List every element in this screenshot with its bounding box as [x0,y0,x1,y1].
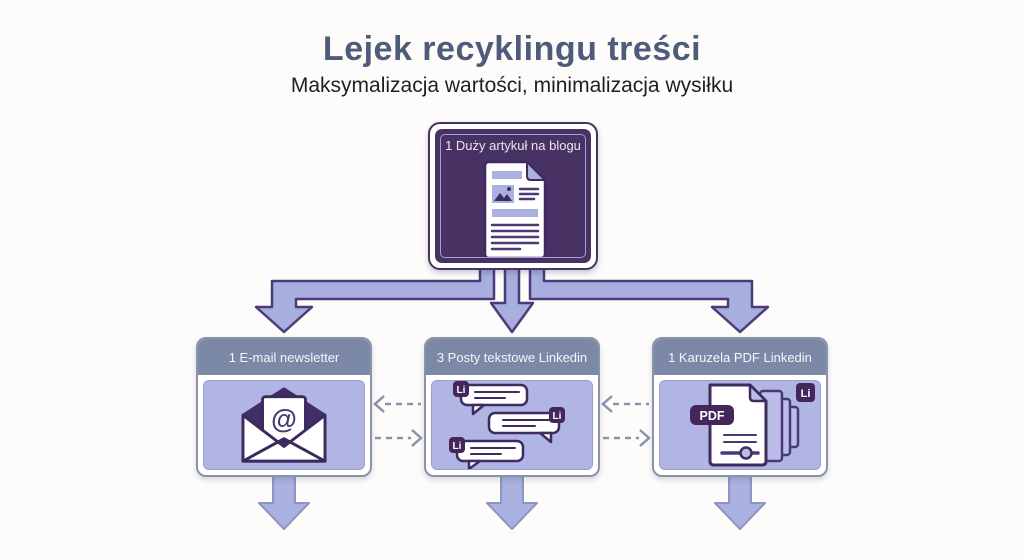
linkedin-badge-label: Li [801,388,811,400]
arrowhead-left-icon [601,395,613,413]
email-envelope-at-icon: @ [241,387,327,463]
branch-arrow-left [254,248,496,334]
posts-box-body: Li Li Li [431,380,593,470]
linkedin-badges: Li Li Li [449,381,565,453]
linkedin-badge-label: Li [453,441,462,452]
pdf-badge-label: PDF [700,409,725,423]
arrowhead-right-icon [639,429,651,447]
arrowhead-left-icon [373,395,385,413]
branch-arrows [254,248,770,334]
output-box-newsletter: 1 E-mail newsletter @ [196,337,372,477]
output-box-linkedin-posts: 3 Posty tekstowe Linkedin [424,337,600,477]
at-symbol: @ [271,404,297,434]
linkedin-badge-label: Li [553,411,562,422]
dashed-cross-arrows [373,395,651,447]
exit-arrow-left [258,473,310,530]
source-box-panel: 1 Duży artykuł na blogu [435,129,591,263]
posts-box-header: 3 Posty tekstowe Linkedin [426,339,598,375]
source-box-label: 1 Duży artykuł na blogu [445,138,581,153]
page-title: Lejek recyklingu treści [322,30,702,68]
exit-arrow-middle [486,473,538,530]
blog-article-document-icon [483,160,547,260]
pdf-carousel-linkedin-icon: PDF Li [690,383,815,467]
bottom-exit-arrows [258,473,766,530]
source-box-blog-article: 1 Duży artykuł na blogu [428,122,598,270]
arrowhead-right-icon [411,429,423,447]
page-subtitle: Maksymalizacja wartości, minimalizacja w… [290,74,734,97]
newsletter-box-body: @ [203,380,365,470]
slider-knob [739,446,753,460]
output-box-pdf-carousel: 1 Karuzela PDF Linkedin PDF Li [652,337,828,477]
linkedin-badge-label: Li [457,385,466,396]
chat-bubbles-linkedin-icon: Li Li Li [449,381,565,469]
newsletter-box-header: 1 E-mail newsletter [198,339,370,375]
branch-arrow-right [528,248,770,334]
exit-arrow-right [714,473,766,530]
pdf-box-header: 1 Karuzela PDF Linkedin [654,339,826,375]
pdf-box-body: PDF Li [659,380,821,470]
